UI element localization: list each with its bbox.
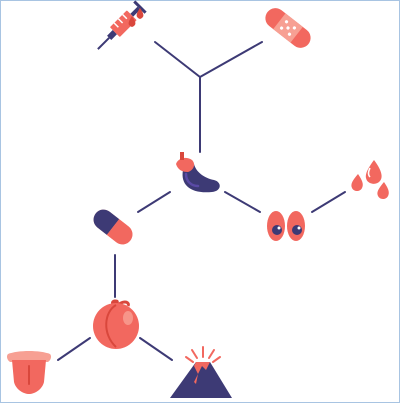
water-drops-icon xyxy=(351,160,389,199)
connector-peach-volcano xyxy=(139,337,173,361)
connector-lines xyxy=(57,41,346,361)
connector-eggplant-eyes xyxy=(224,191,261,213)
tongue-icon xyxy=(6,351,52,394)
connector-eyes-drops xyxy=(311,191,346,213)
pill-capsule-icon xyxy=(93,209,133,245)
blood-drops-icon xyxy=(128,8,144,27)
eyes-icon xyxy=(267,211,305,241)
connector-syringe-junction xyxy=(154,41,201,78)
volcano-icon xyxy=(170,346,232,398)
bandage-icon xyxy=(265,8,311,48)
connector-peach-tongue xyxy=(57,337,91,361)
connector-bandage-junction xyxy=(199,41,263,78)
eggplant-icon xyxy=(176,152,220,193)
syringe-icon xyxy=(97,0,147,50)
peach-icon xyxy=(93,299,139,349)
connector-eggplant-pill xyxy=(137,191,171,213)
